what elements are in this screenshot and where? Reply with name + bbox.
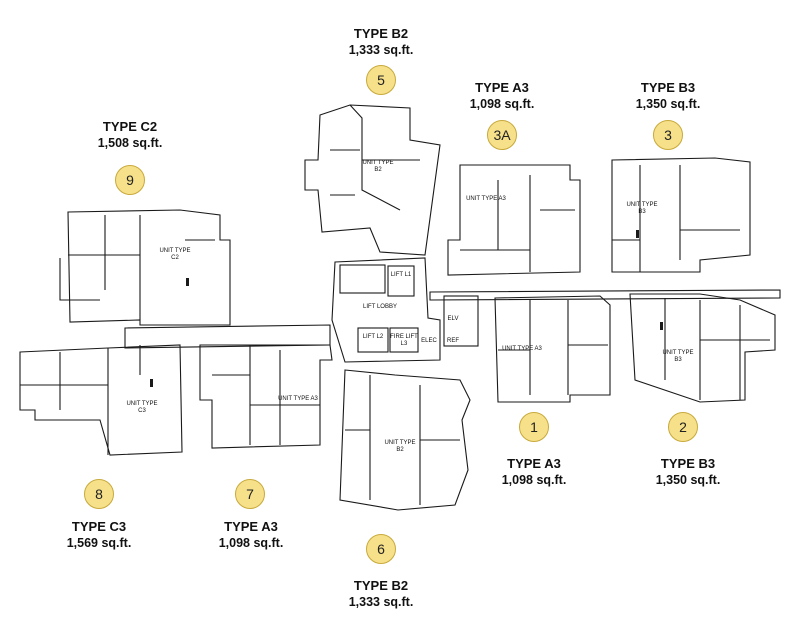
unit-2-outline	[629, 293, 776, 403]
elv-label: ELV	[447, 316, 459, 322]
unit-1-outline	[494, 295, 611, 403]
unit-area: 1,350 sq.ft.	[635, 97, 701, 111]
unit-5-outline	[304, 104, 441, 256]
lift-3-label: FIRE LIFT L3	[390, 334, 418, 347]
unit-type: TYPE C3	[71, 519, 127, 534]
lift-lobby-label: LIFT LOBBY	[363, 304, 397, 310]
unit-3a-plan-label: UNIT TYPE A3	[466, 196, 506, 202]
unit-area: 1,333 sq.ft.	[348, 43, 414, 57]
unit-2-plan-label: UNIT TYPE B3	[662, 350, 694, 363]
unit-area: 1,508 sq.ft.	[97, 136, 163, 150]
doorway	[636, 230, 639, 238]
unit-5-badge[interactable]: 5	[366, 65, 396, 95]
unit-type: TYPE A3	[224, 519, 278, 534]
unit-1-plan-label: UNIT TYPE A3	[502, 346, 542, 352]
unit-7-label: TYPE A3 1,098 sq.ft.	[181, 518, 321, 552]
unit-8-label: TYPE C3 1,569 sq.ft.	[29, 518, 169, 552]
unit-7-outline	[199, 344, 333, 449]
unit-9-badge[interactable]: 9	[115, 165, 145, 195]
unit-3a-badge[interactable]: 3A	[487, 120, 517, 150]
unit-1-badge[interactable]: 1	[519, 412, 549, 442]
unit-5-label: TYPE B2 1,333 sq.ft.	[311, 25, 451, 59]
unit-6-label: TYPE B2 1,333 sq.ft.	[311, 577, 451, 611]
unit-type: TYPE B3	[640, 80, 696, 95]
unit-area: 1,098 sq.ft.	[469, 97, 535, 111]
unit-3-plan-label: UNIT TYPE B3	[626, 202, 658, 215]
unit-3a-outline	[447, 164, 581, 276]
unit-9-outline	[67, 209, 231, 326]
unit-area: 1,098 sq.ft.	[218, 536, 284, 550]
unit-type: TYPE C2	[102, 119, 158, 134]
lift-1-label: LIFT L1	[390, 272, 412, 278]
unit-area: 1,098 sq.ft.	[501, 473, 567, 487]
unit-3-outline	[611, 157, 751, 273]
lift-core	[331, 257, 441, 363]
unit-area: 1,350 sq.ft.	[655, 473, 721, 487]
elec-label: ELEC	[421, 338, 437, 344]
unit-6-plan-label: UNIT TYPE B2	[384, 440, 416, 453]
unit-6-outline	[339, 369, 471, 511]
unit-7-badge[interactable]: 7	[235, 479, 265, 509]
unit-8-outline	[19, 344, 183, 456]
corridor	[429, 289, 781, 301]
unit-type: TYPE B2	[353, 26, 409, 41]
unit-2-label: TYPE B3 1,350 sq.ft.	[618, 455, 758, 489]
unit-type: TYPE B3	[660, 456, 716, 471]
unit-area: 1,569 sq.ft.	[66, 536, 132, 550]
unit-2-badge[interactable]: 2	[668, 412, 698, 442]
unit-type: TYPE B2	[353, 578, 409, 593]
unit-type: TYPE A3	[475, 80, 529, 95]
unit-5-plan-label: UNIT TYPE B2	[362, 160, 394, 173]
unit-3-label: TYPE B3 1,350 sq.ft.	[598, 79, 738, 113]
unit-9-plan-label: UNIT TYPE C2	[159, 248, 191, 261]
unit-3-badge[interactable]: 3	[653, 120, 683, 150]
unit-area: 1,333 sq.ft.	[348, 595, 414, 609]
doorway	[150, 379, 153, 387]
lift-2-label: LIFT L2	[362, 334, 384, 340]
doorway	[186, 278, 189, 286]
unit-6-badge[interactable]: 6	[366, 534, 396, 564]
unit-8-plan-label: UNIT TYPE C3	[126, 401, 158, 414]
unit-type: TYPE A3	[507, 456, 561, 471]
unit-3a-label: TYPE A3 1,098 sq.ft.	[432, 79, 572, 113]
ref-label: REF	[447, 338, 459, 344]
unit-9-label: TYPE C2 1,508 sq.ft.	[60, 118, 200, 152]
unit-8-badge[interactable]: 8	[84, 479, 114, 509]
doorway	[660, 322, 663, 330]
unit-1-label: TYPE A3 1,098 sq.ft.	[464, 455, 604, 489]
unit-7-plan-label: UNIT TYPE A3	[278, 396, 318, 402]
